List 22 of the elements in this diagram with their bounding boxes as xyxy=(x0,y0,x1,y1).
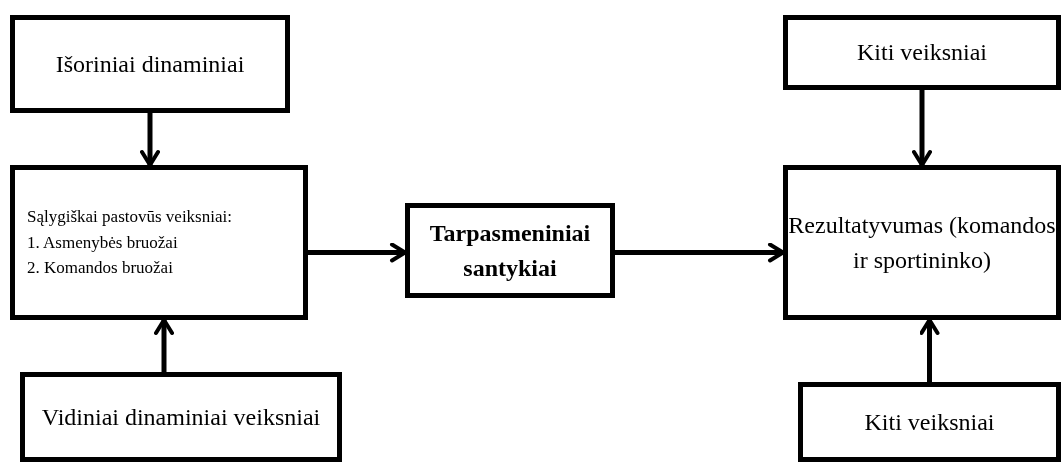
arrow xyxy=(140,113,160,167)
list-item: 2. Komandos bruožai xyxy=(27,257,174,280)
factor-box xyxy=(20,372,342,462)
result-box xyxy=(783,165,1061,320)
process-box xyxy=(405,203,615,298)
arrow xyxy=(308,242,407,263)
box-label: Vidiniai dinaminiai veiksniai xyxy=(41,402,321,432)
factor-box xyxy=(10,15,290,113)
list-item: 1. Asmenybės bruožai xyxy=(27,231,179,254)
factor-box xyxy=(798,382,1061,462)
box-heading: Sąlygiškai pastovūs veiksniai: xyxy=(27,206,233,229)
box-label: Kiti veiksniai xyxy=(857,38,987,68)
box-label: Tarpasmeniniai santykiai xyxy=(428,218,592,283)
arrow xyxy=(154,318,174,372)
box-label: Rezultatyvumas (komandos ir sportininko) xyxy=(788,210,1056,275)
factor-box xyxy=(783,15,1061,90)
arrow xyxy=(615,242,785,263)
arrow xyxy=(912,90,932,167)
arrow xyxy=(919,318,940,382)
box-label: Kiti veiksniai xyxy=(864,407,995,437)
factor-box xyxy=(10,165,308,320)
box-label: Išoriniai dinaminiai xyxy=(55,49,245,79)
